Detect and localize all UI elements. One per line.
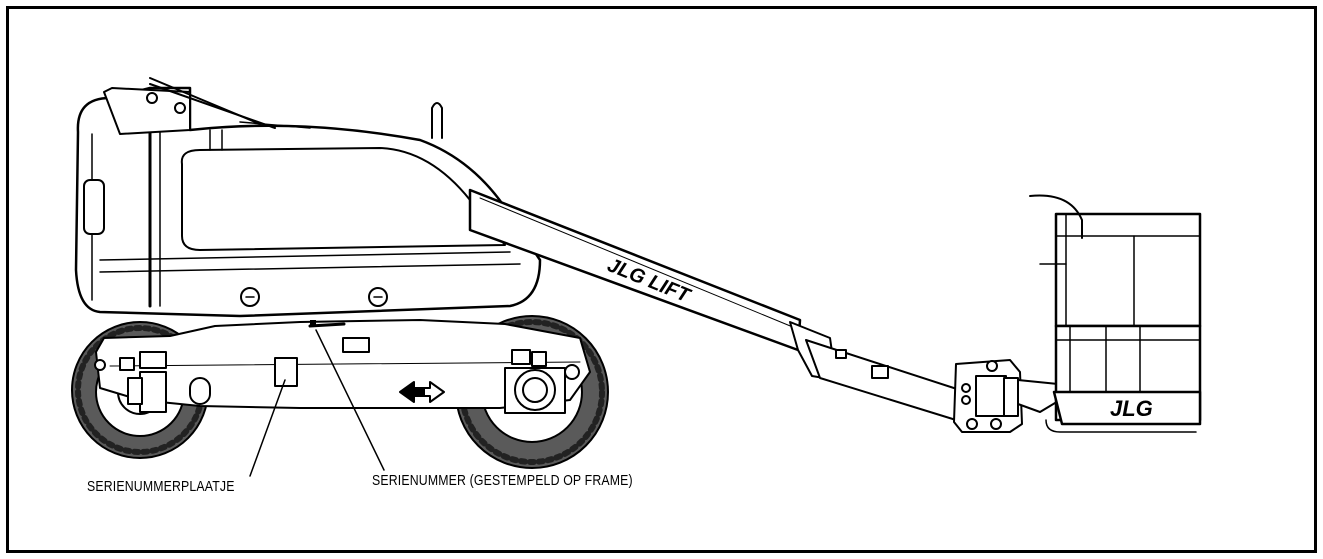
serial-plate-label: SERIENUMMERPLAATJE (87, 478, 235, 495)
leader-line-serial-plate (249, 379, 286, 477)
jib-rotator (953, 359, 1061, 433)
leader-line-serial-number (315, 329, 385, 471)
serial-plate (274, 357, 298, 387)
direction-arrow-icon (399, 381, 445, 403)
platform-basket: JLG (1029, 194, 1202, 433)
serial-stamp (308, 320, 346, 328)
turntable-body (74, 77, 542, 318)
serial-number-label: SERIENUMMER (GESTEMPELD OP FRAME) (372, 472, 633, 489)
platform-brand-decal: JLG (1110, 396, 1153, 421)
chassis (94, 319, 591, 414)
boom: JLG LIFT (468, 188, 961, 421)
